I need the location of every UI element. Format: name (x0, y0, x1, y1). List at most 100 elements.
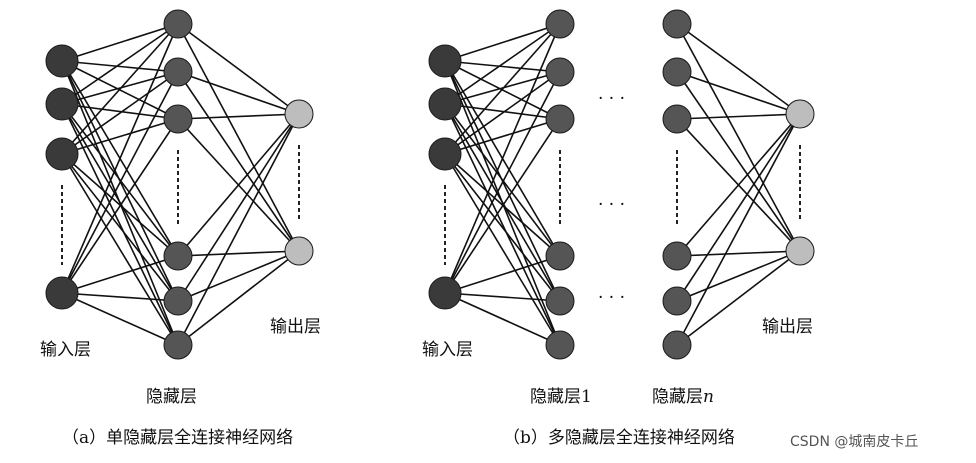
hidden-node (163, 286, 193, 316)
edge-b-input-hidden1 (444, 118, 561, 155)
hidden-node (545, 57, 575, 87)
hidden-layer-n-label-b: 隐藏层n (652, 387, 714, 407)
edge-a-input-hidden (61, 23, 179, 155)
hidden-node (163, 57, 193, 87)
input-node (428, 276, 462, 310)
hidden-node (662, 104, 692, 134)
edge-a-hidden-output (177, 71, 300, 115)
edge-b-input-hidden1 (444, 255, 561, 294)
edge-b-input-hidden1 (444, 118, 561, 294)
output-node (284, 236, 314, 266)
connection-edges (61, 23, 801, 346)
edge-a-hidden-output (177, 113, 300, 302)
hidden-node (163, 241, 193, 271)
output-node (284, 99, 314, 129)
edge-a-input-hidden (61, 23, 179, 294)
hidden-node (662, 330, 692, 360)
input-layer-label-b: 输入层 (422, 340, 473, 360)
edge-b-input-hidden1 (444, 292, 561, 346)
edge-b-hiddenn-output (676, 250, 801, 302)
edge-b-input-hidden1 (444, 103, 561, 257)
hidden-node (545, 330, 575, 360)
edge-a-hidden-output (177, 250, 300, 302)
edge-a-input-hidden (61, 103, 179, 302)
edge-a-input-hidden (61, 255, 179, 294)
dashed-markers (61, 145, 801, 265)
neuron-nodes (45, 9, 815, 360)
hidden-node (662, 9, 692, 39)
hidden-node (662, 241, 692, 271)
input-node (45, 87, 79, 121)
edge-b-input-hidden1 (444, 71, 561, 155)
edge-b-input-hidden1 (444, 23, 561, 294)
hidden-node (662, 286, 692, 316)
hidden-layer-label-a: 隐藏层 (146, 387, 197, 407)
edge-a-hidden-output (177, 113, 300, 257)
hidden-layer-n-prefix: 隐藏层 (652, 387, 703, 407)
edge-a-hidden-output (177, 71, 300, 252)
watermark: CSDN @城南皮卡丘 (790, 434, 918, 450)
edge-b-input-hidden1 (444, 23, 561, 62)
edge-b-hiddenn-output (676, 250, 801, 346)
edge-a-input-hidden (61, 71, 179, 294)
hidden-node (545, 9, 575, 39)
edge-a-input-hidden (61, 71, 179, 155)
edge-b-input-hidden1 (444, 103, 561, 302)
ellipsis-bottom: · · · (598, 288, 625, 308)
edge-a-input-hidden (61, 103, 179, 346)
edge-a-hidden-output (177, 113, 300, 346)
edge-b-hiddenn-output (676, 250, 801, 257)
edge-b-hiddenn-output (676, 23, 801, 252)
edge-a-hidden-output (177, 250, 300, 346)
edge-b-input-hidden1 (444, 103, 561, 120)
edge-a-input-hidden (61, 23, 179, 62)
edge-b-input-hidden1 (444, 23, 561, 105)
edge-a-hidden-output (177, 23, 300, 115)
edge-a-input-hidden (61, 292, 179, 302)
input-node (45, 44, 79, 78)
edge-a-input-hidden (61, 292, 179, 346)
edge-a-input-hidden (61, 103, 179, 257)
edge-b-hiddenn-output (676, 71, 801, 252)
output-layer-label-b: 输出层 (762, 317, 813, 337)
edge-b-input-hidden1 (444, 153, 561, 302)
hidden-node (163, 330, 193, 360)
edge-b-input-hidden1 (444, 103, 561, 346)
output-layer-label-a: 输出层 (270, 317, 321, 337)
edge-b-hiddenn-output (676, 113, 801, 346)
ellipsis-middle: · · · (598, 195, 625, 215)
edge-a-input-hidden (61, 103, 179, 120)
output-node (785, 236, 815, 266)
hidden-layer-n-var: n (703, 387, 714, 407)
input-node (45, 276, 79, 310)
hidden-node (545, 286, 575, 316)
ellipsis-top: · · · (598, 89, 625, 109)
edge-b-input-hidden1 (444, 292, 561, 302)
edge-a-input-hidden (61, 153, 179, 302)
edge-b-input-hidden1 (444, 153, 561, 346)
input-layer-label-a: 输入层 (40, 340, 91, 360)
edge-b-hiddenn-output (676, 71, 801, 115)
edge-b-hiddenn-output (676, 23, 801, 115)
output-node (785, 99, 815, 129)
hidden-node (545, 104, 575, 134)
hidden-node (545, 241, 575, 271)
edge-a-input-hidden (61, 153, 179, 346)
hidden-node (163, 9, 193, 39)
input-node (428, 87, 462, 121)
edge-a-hidden-output (177, 113, 300, 120)
edge-a-input-hidden (61, 118, 179, 155)
caption-b: （b）多隐藏层全连接神经网络 (503, 428, 735, 448)
input-node (428, 137, 462, 171)
caption-a: （a）单隐藏层全连接神经网络 (62, 428, 293, 448)
edge-a-input-hidden (61, 23, 179, 105)
input-node (45, 137, 79, 171)
edge-b-hiddenn-output (676, 113, 801, 302)
hidden-node (662, 57, 692, 87)
edge-b-hiddenn-output (676, 113, 801, 120)
edge-a-hidden-output (177, 250, 300, 257)
input-node (428, 44, 462, 78)
edge-a-hidden-output (177, 23, 300, 252)
